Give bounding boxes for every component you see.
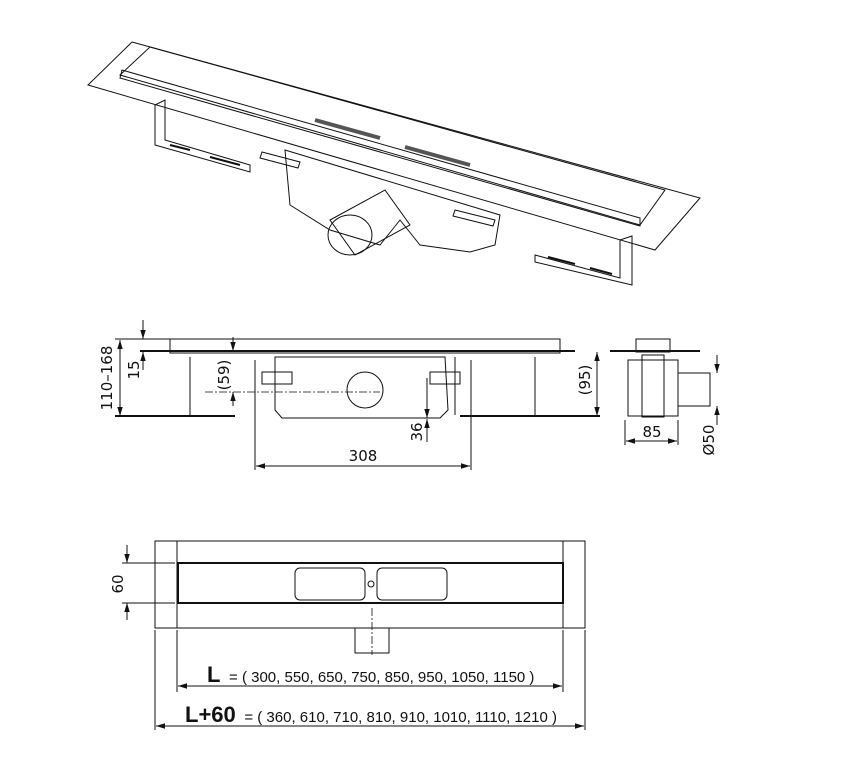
grate-clip-right: [376, 567, 448, 601]
body-height-label: (95): [576, 365, 594, 396]
pipe-diameter-label: Ø50: [700, 425, 718, 456]
height-range-label: 110–168: [98, 346, 116, 411]
right-bracket: [534, 235, 633, 286]
left-bracket: [154, 99, 251, 173]
outlet-pipe: [327, 214, 373, 256]
drain-body: [284, 149, 501, 256]
length-symbol: L: [207, 662, 220, 687]
end-width-label: 85: [642, 423, 661, 441]
length-formula: L = ( 300, 550, 650, 750, 850, 950, 1050…: [207, 662, 534, 687]
total-length-formula: L+60 = ( 360, 610, 710, 810, 910, 1010, …: [185, 702, 557, 727]
length-values: = ( 300, 550, 650, 750, 850, 950, 1050, …: [229, 669, 534, 686]
outlet-offset-label: 36: [408, 422, 426, 441]
total-length-values: = ( 360, 610, 710, 810, 910, 1010, 1110,…: [244, 709, 557, 726]
body-length-label: 308: [349, 447, 378, 465]
pipe-axis-height-label: (59): [215, 360, 233, 391]
flange-thickness-label: 15: [125, 360, 143, 379]
grate-clip-left: [294, 567, 366, 601]
isometric-view: [87, 41, 701, 286]
plan-view: 60 L = ( 300, 550, 650, 750, 850, 950, 1…: [109, 540, 586, 730]
total-length-symbol: L+60: [185, 702, 236, 727]
channel-frame: [87, 41, 701, 251]
end-view: 85 Ø50: [610, 338, 720, 456]
side-view: 110–168 15 (59) (95) 36 308: [98, 320, 600, 470]
channel-width-label: 60: [109, 574, 127, 593]
